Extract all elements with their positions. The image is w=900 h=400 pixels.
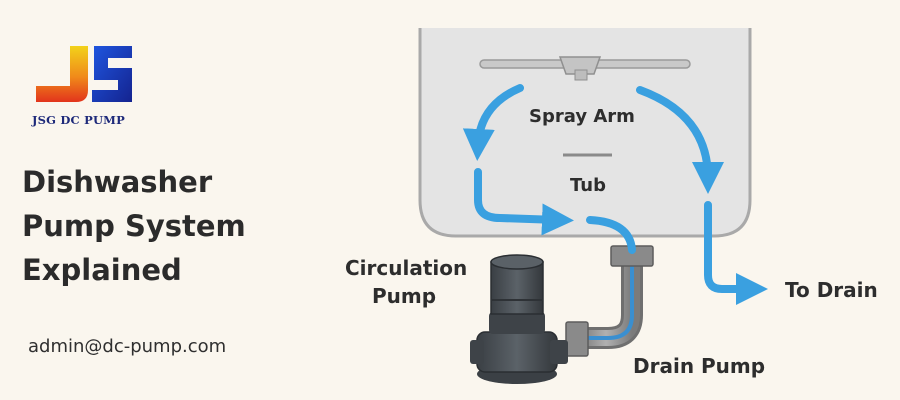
flow-arrow-drain (704, 201, 768, 305)
flow-arrow-right (636, 86, 724, 194)
circulation-pump-label-line2: Pump (372, 284, 436, 308)
to-drain-label: To Drain (785, 278, 878, 302)
drain-pipe (565, 245, 654, 357)
flow-arrow-bottom (474, 168, 574, 236)
drain-pump-label: Drain Pump (633, 354, 765, 378)
page-title: Dishwasher Pump System Explained (22, 160, 246, 292)
tub (418, 28, 752, 238)
title-line: Dishwasher (22, 165, 213, 199)
circulation-pump-label-line1: Circulation (345, 256, 467, 280)
spray-arm-label: Spray Arm (529, 106, 635, 127)
spray-arm (479, 56, 691, 81)
contact-email[interactable]: admin@dc-pump.com (28, 336, 227, 357)
jsg-logo-mark (36, 46, 132, 102)
tub-label: Tub (570, 175, 606, 196)
title-line: Pump System (22, 209, 246, 243)
flow-arrows (462, 84, 768, 305)
flow-arrow-left (462, 84, 524, 161)
circulation-pump (470, 254, 568, 384)
title-line: Explained (22, 253, 182, 287)
brand-logo: JSG DC PUMP (22, 40, 152, 135)
logo-text: JSG DC PUMP (32, 113, 125, 127)
flow-arrow-center (586, 216, 636, 254)
